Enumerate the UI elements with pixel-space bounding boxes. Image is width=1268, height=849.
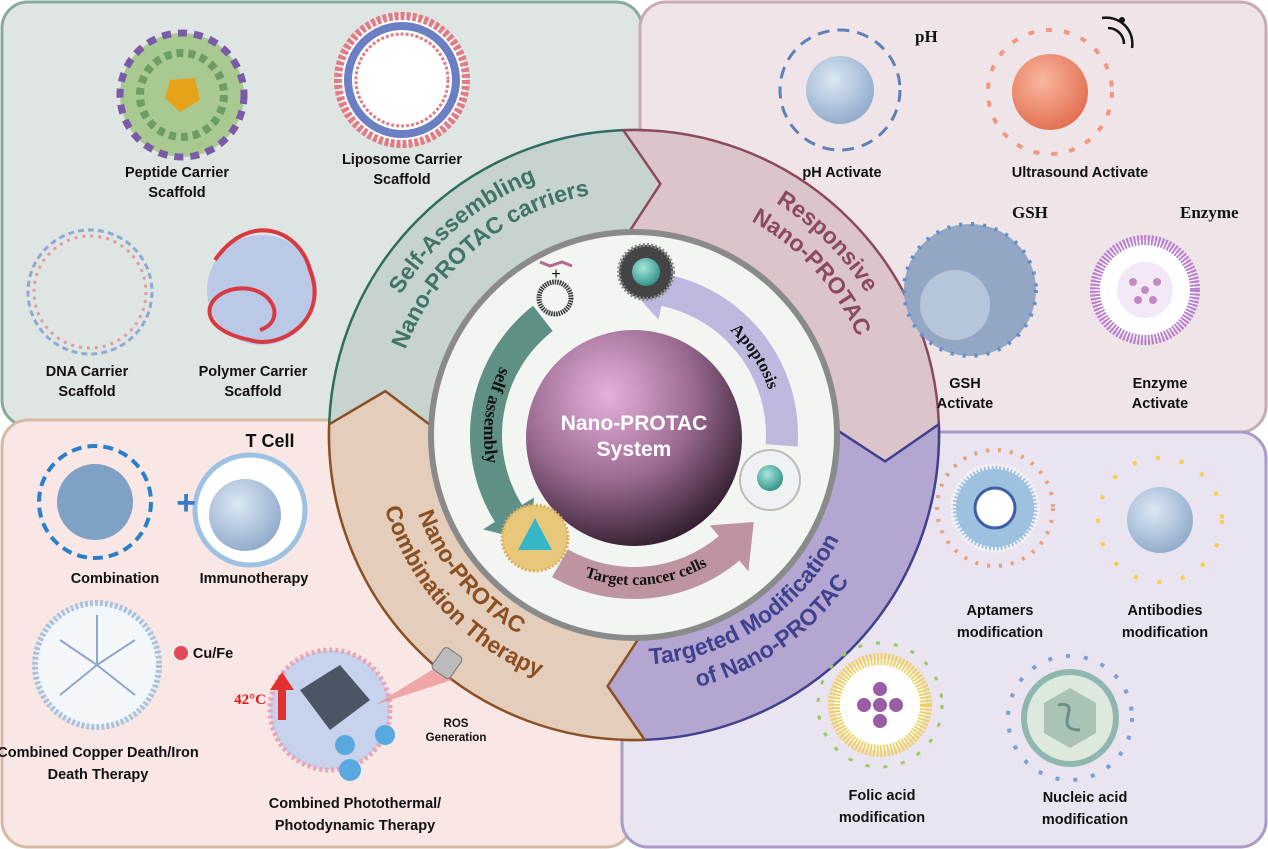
polymer-carrier-icon [207, 228, 317, 345]
nano-protac-sphere [526, 330, 742, 546]
t-cell-label: T Cell [245, 431, 294, 451]
aptamers-label-2: modification [957, 625, 1043, 641]
nucleic-acid-particle-icon [1006, 654, 1134, 782]
gsh-tag: GSH [1012, 203, 1048, 222]
dna-carrier-icon [26, 228, 154, 356]
ros-label-2: Generation [426, 732, 487, 744]
protac-molecule-icon [539, 260, 573, 268]
lipid-nanoparticle-core [518, 518, 552, 550]
copper-death-label-2: Death Therapy [48, 767, 149, 783]
ph-tag: pH [915, 27, 938, 46]
dna-carrier-label-1: DNA Carrier [46, 364, 129, 380]
antibody-particle-icon [1096, 456, 1224, 584]
liposome-carrier-label-1: Liposome Carrier [342, 152, 462, 168]
laser-icon [375, 647, 463, 705]
polymer-carrier-label-1: Polymer Carrier [199, 364, 308, 380]
dendrimer-particle-icon [32, 600, 162, 730]
liposome-carrier-icon [334, 12, 470, 148]
gsh-particle-icon [902, 222, 1038, 358]
dna-carrier-label-2: Scaffold [58, 384, 115, 400]
aptamers-label-1: Aptamers [967, 603, 1034, 619]
antibodies-label-1: Antibodies [1128, 603, 1203, 619]
temperature-label: 42°C [234, 692, 266, 708]
gsh-activate-label-1: GSH [949, 376, 980, 392]
antibodies-label-2: modification [1122, 625, 1208, 641]
self-assembly-arrow [469, 305, 553, 542]
gsh-activate-label-2: Activate [937, 396, 993, 412]
center-title-line2: System [597, 438, 672, 461]
heat-arrow-icon [270, 672, 294, 720]
folic-acid-label-1: Folic acid [849, 788, 916, 804]
enzyme-activate-label-1: Enzyme [1133, 376, 1188, 392]
enzyme-particle-icon [1090, 235, 1200, 345]
ph-activate-label: pH Activate [802, 165, 881, 181]
enzyme-activate-label-2: Activate [1132, 396, 1188, 412]
photothermal-particle-icon [267, 647, 395, 781]
nucleic-acid-label-1: Nucleic acid [1043, 790, 1128, 806]
cycle-plus: + [551, 266, 560, 283]
aptamer-particle-icon [935, 448, 1055, 568]
peptide-carrier-icon [116, 29, 248, 161]
center-title-line1: Nano-PROTAC [561, 412, 708, 435]
combination-particle-icon [37, 444, 153, 560]
combination-label: Combination [71, 571, 160, 587]
peptide-carrier-label-1: Peptide Carrier [125, 165, 229, 181]
polymer-carrier-label-2: Scaffold [224, 384, 281, 400]
coated-particle-core [632, 258, 660, 286]
copper-death-label-1: Combined Copper Death/Iron [0, 745, 199, 761]
nucleic-acid-label-2: modification [1042, 812, 1128, 828]
cu-fe-label: Cu/Fe [193, 646, 233, 662]
cancer-cell-nucleus [757, 465, 783, 491]
ultrasound-particle-icon [986, 16, 1134, 156]
ultrasound-activate-label: Ultrasound Activate [1012, 165, 1148, 181]
folic-acid-label-2: modification [839, 810, 925, 826]
folic-acid-particle-icon [816, 641, 944, 769]
photothermal-label-1: Combined Photothermal/ [269, 796, 441, 812]
liposome-carrier-label-2: Scaffold [373, 172, 430, 188]
combination-plus: + [176, 484, 196, 522]
ph-particle-icon [778, 28, 902, 152]
t-cell-icon [192, 452, 308, 568]
immunotherapy-label: Immunotherapy [200, 571, 309, 587]
ros-label-1: ROS [444, 718, 469, 730]
apoptosis-arrow [628, 260, 799, 447]
cu-fe-dot [174, 646, 188, 660]
target-arrow [552, 521, 754, 599]
liposome-small-icon [536, 279, 574, 317]
enzyme-tag: Enzyme [1180, 203, 1239, 222]
peptide-carrier-label-2: Scaffold [148, 185, 205, 201]
photothermal-label-2: Photodynamic Therapy [275, 818, 435, 834]
